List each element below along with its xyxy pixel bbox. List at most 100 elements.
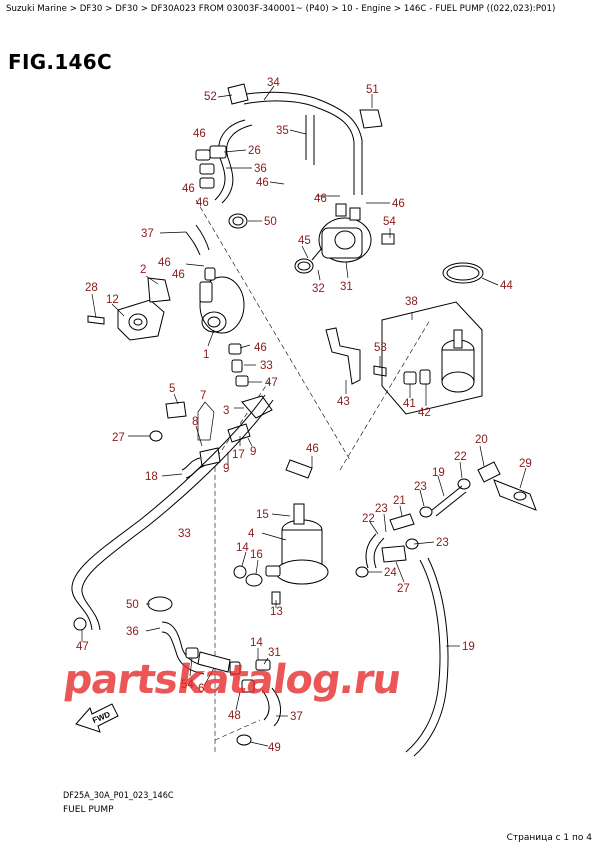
callout-3[interactable]: 3	[223, 405, 229, 417]
connector-50[interactable]	[228, 213, 248, 229]
callout-30[interactable]: 31	[340, 281, 353, 293]
callout-14[interactable]: 15	[256, 509, 269, 521]
callout-54[interactable]: 54	[181, 679, 194, 691]
hose-17[interactable]	[405, 557, 449, 757]
vapor-separator-30[interactable]	[311, 203, 395, 263]
callout-24[interactable]: 26	[248, 145, 261, 157]
callout-36[interactable]: 37	[290, 711, 303, 723]
callout-46[interactable]: 46	[172, 269, 185, 281]
callout-46[interactable]: 47	[76, 641, 89, 653]
clip-51[interactable]	[227, 83, 249, 105]
callout-37[interactable]: 33	[260, 360, 273, 372]
callout-23[interactable]: 24	[384, 567, 397, 579]
callout-47[interactable]: 47	[265, 377, 278, 389]
o-ring-45[interactable]	[294, 258, 314, 274]
cover-11[interactable]	[117, 299, 165, 341]
callout-21[interactable]: 21	[393, 495, 406, 507]
callout-50[interactable]: 51	[366, 84, 379, 96]
callout-10[interactable]: 13	[270, 606, 283, 618]
callout-20[interactable]: 20	[475, 434, 488, 446]
grommet-12[interactable]	[233, 565, 263, 587]
clamps-23-25[interactable]	[355, 538, 419, 578]
pump-body-1[interactable]	[199, 267, 245, 334]
callout-46[interactable]: 46	[182, 183, 195, 195]
hose-39[interactable]	[185, 224, 210, 256]
callout-22[interactable]: 22	[454, 451, 467, 463]
fittings-47-37[interactable]	[228, 343, 249, 387]
callout-41[interactable]: 41	[403, 398, 416, 410]
callout-22[interactable]: 23	[414, 481, 427, 493]
callout-2[interactable]: 2	[140, 264, 146, 276]
callout-15[interactable]: 17	[232, 449, 245, 461]
callout-38[interactable]: 36	[254, 163, 267, 175]
ring-44[interactable]	[442, 262, 484, 284]
callout-44[interactable]: 44	[500, 280, 513, 292]
callout-43[interactable]: 43	[337, 396, 350, 408]
hose-36[interactable]	[261, 687, 281, 727]
callout-46[interactable]: 46	[158, 257, 171, 269]
callout-9[interactable]: 9	[250, 446, 256, 458]
callout-50[interactable]: 50	[264, 216, 277, 228]
clip-48[interactable]	[236, 734, 252, 746]
callout-25[interactable]: 27	[397, 583, 410, 595]
clamps-46-top[interactable]	[195, 145, 227, 189]
bolt-28[interactable]	[87, 315, 105, 325]
callout-23[interactable]: 23	[436, 537, 449, 549]
callout-5[interactable]: 5	[169, 383, 175, 395]
callout-39[interactable]: 37	[141, 228, 154, 240]
callout-29[interactable]: 31	[268, 647, 281, 659]
hose-19[interactable]	[431, 485, 467, 517]
callout-14[interactable]: 16	[250, 549, 263, 561]
callout-53[interactable]: 54	[383, 216, 396, 228]
callout-42[interactable]: 42	[418, 407, 431, 419]
callout-23[interactable]: 23	[375, 503, 388, 515]
callout-33[interactable]: 34	[267, 77, 280, 89]
clip-49[interactable]	[147, 596, 173, 612]
callout-46[interactable]: 46	[196, 197, 209, 209]
clip-27[interactable]	[149, 430, 163, 442]
callout-49[interactable]: 50	[126, 599, 139, 611]
callout-7[interactable]: 7	[200, 390, 206, 402]
callout-46[interactable]: 46	[256, 177, 269, 189]
callout-12[interactable]: 14	[236, 542, 249, 554]
fuel-hose-33[interactable]	[214, 91, 363, 204]
callout-13[interactable]: 14	[250, 637, 263, 649]
callout-31[interactable]: 32	[312, 283, 325, 295]
callout-35[interactable]: 36	[126, 626, 139, 638]
clip-5[interactable]	[165, 401, 187, 419]
clip-46-low[interactable]	[73, 617, 87, 631]
gasket-2[interactable]	[147, 277, 171, 303]
fittings-54-6[interactable]	[185, 647, 271, 693]
callout-4[interactable]: 4	[248, 528, 255, 540]
callout-40[interactable]: 38	[405, 296, 418, 308]
callout-26[interactable]: 29	[519, 458, 532, 470]
clamp-22[interactable]	[419, 478, 471, 518]
callout-34[interactable]: 35	[276, 125, 289, 137]
callout-48[interactable]: 48	[228, 710, 241, 722]
callout-52[interactable]: 53	[374, 342, 387, 354]
callout-17[interactable]: 19	[462, 641, 475, 653]
callout-11[interactable]: 12	[106, 294, 119, 306]
callout-19[interactable]: 19	[432, 467, 445, 479]
callout-46[interactable]: 46	[306, 443, 319, 455]
callout-46[interactable]: 46	[193, 128, 206, 140]
callout-47[interactable]: 46	[254, 342, 267, 354]
callout-9[interactable]: 9	[223, 463, 229, 475]
fuel-pump-4[interactable]	[265, 503, 329, 585]
connector-21[interactable]	[389, 513, 415, 531]
callout-6[interactable]: 6	[198, 683, 204, 695]
hose-46-mid[interactable]	[285, 459, 313, 479]
hose-18[interactable]	[365, 533, 385, 569]
clamp-50-top[interactable]	[359, 109, 383, 129]
joint-20[interactable]	[477, 461, 501, 483]
screw-10[interactable]	[271, 591, 281, 605]
callout-8[interactable]: 8	[192, 416, 198, 428]
callout-45[interactable]: 45	[298, 235, 311, 247]
callout-32[interactable]: 33	[178, 528, 191, 540]
callout-51[interactable]: 52	[204, 91, 217, 103]
bracket-26[interactable]	[493, 479, 537, 511]
callout-28[interactable]: 28	[85, 282, 98, 294]
callout-46[interactable]: 46	[392, 198, 405, 210]
bracket-43[interactable]	[325, 327, 361, 385]
hose-16[interactable]	[181, 457, 205, 479]
